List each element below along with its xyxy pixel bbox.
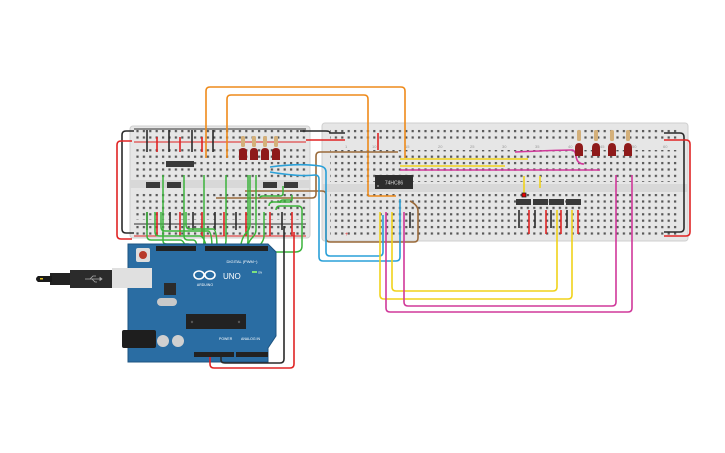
column-number: 20 xyxy=(438,144,443,149)
digital-header-label: DIGITAL (PWM~) xyxy=(227,259,259,264)
capacitor xyxy=(172,335,184,347)
reset-button-cap xyxy=(139,251,147,259)
led-group-left[interactable] xyxy=(239,136,280,160)
usb-controller-chip xyxy=(164,283,176,295)
slide-switch[interactable] xyxy=(167,182,181,188)
center-channel xyxy=(130,180,310,188)
column-number: 10 xyxy=(372,144,377,149)
column-number: 1 xyxy=(345,144,348,149)
brand-label: ARDUINO xyxy=(197,283,213,287)
chip-label: 74HC86 xyxy=(385,181,404,187)
slide-switch[interactable] xyxy=(566,199,581,205)
terminal-strip-bottom xyxy=(330,194,680,226)
on-led-label: ON xyxy=(258,271,262,275)
resistor xyxy=(577,130,630,141)
indicator-led[interactable] xyxy=(521,192,527,198)
column-number: 15 xyxy=(405,144,410,149)
slide-switch[interactable] xyxy=(263,182,277,188)
usb-port[interactable] xyxy=(112,268,152,288)
slide-switch[interactable] xyxy=(180,161,194,167)
column-number: 30 xyxy=(502,144,507,149)
capacitor xyxy=(157,335,169,347)
arduino-uno[interactable]: DIGITAL (PWM~) UNO ARDUINO ON POWER ANAL… xyxy=(112,243,277,363)
digital-header-low xyxy=(156,246,196,251)
slide-switch[interactable] xyxy=(533,199,548,205)
digital-header-high xyxy=(205,246,268,251)
rail-taps-right xyxy=(377,133,579,234)
column-number: 40 xyxy=(568,144,573,149)
dc-power-jack[interactable] xyxy=(122,330,156,348)
resistor xyxy=(241,136,278,147)
led-red[interactable] xyxy=(239,148,280,160)
power-header xyxy=(194,352,234,357)
slide-switch-group-right[interactable] xyxy=(516,192,581,205)
slide-switch[interactable] xyxy=(146,182,160,188)
model-label: UNO xyxy=(223,272,241,281)
column-number: 60 xyxy=(663,144,668,149)
column-number: 45 xyxy=(600,144,605,149)
column-number: 35 xyxy=(535,144,540,149)
logic-chip-74hc86[interactable]: 74HC86 xyxy=(375,175,413,189)
slide-switch[interactable] xyxy=(284,182,298,188)
slide-switch[interactable] xyxy=(166,161,180,167)
rail-jumpers-right xyxy=(664,132,691,237)
usb-icon xyxy=(85,275,103,283)
led-red[interactable] xyxy=(575,143,632,156)
wire-orange xyxy=(205,86,406,197)
column-number: 50 xyxy=(632,144,637,149)
rail-jumpers-left xyxy=(116,130,306,240)
analog-header-label: ANALOG IN xyxy=(241,337,261,341)
microcontroller xyxy=(186,314,246,329)
slide-switch[interactable] xyxy=(516,199,531,205)
arduino-power-wires xyxy=(209,226,295,369)
power-header-label: POWER xyxy=(219,337,233,341)
wire-yellow xyxy=(379,158,573,300)
usb-cable[interactable] xyxy=(36,270,112,288)
column-number: 25 xyxy=(470,144,475,149)
analog-header xyxy=(236,352,268,357)
slide-switch[interactable] xyxy=(549,199,564,205)
led-group-right[interactable] xyxy=(575,130,632,156)
power-on-led xyxy=(252,271,257,273)
center-channel xyxy=(322,184,688,192)
crystal xyxy=(157,298,177,306)
rail-plus-label: + xyxy=(345,232,349,238)
arduino-logo-icon xyxy=(193,270,216,280)
terminal-strip-bottom xyxy=(134,190,306,220)
power-rail-top xyxy=(330,128,680,142)
power-rail-bottom xyxy=(134,222,306,236)
inter-board-rails xyxy=(306,130,345,141)
wire-blue xyxy=(269,163,401,262)
slide-switch-group-left[interactable] xyxy=(146,161,298,188)
power-rail-top xyxy=(134,128,306,142)
wire-magenta xyxy=(385,149,633,313)
